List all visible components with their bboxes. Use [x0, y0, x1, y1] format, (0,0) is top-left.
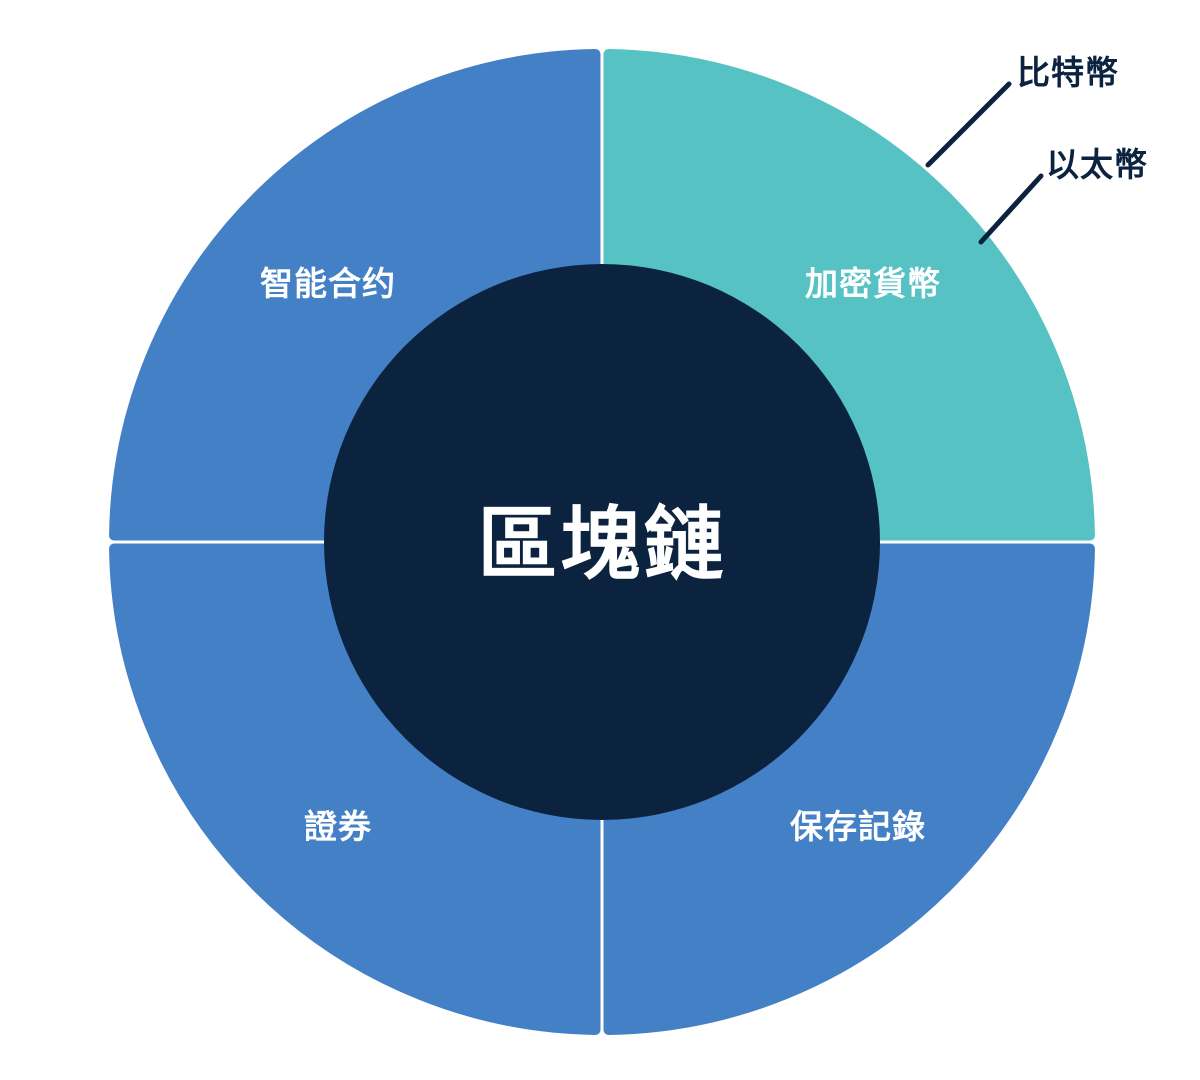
segment-label-cryptocurrency: 加密貨幣	[805, 265, 941, 302]
segment-smart-contract[interactable]	[109, 49, 601, 541]
donut-ring	[109, 49, 1095, 1035]
segment-cryptocurrency[interactable]	[603, 49, 1095, 541]
leader-line-ethereum	[978, 173, 1044, 245]
segment-securities[interactable]	[109, 543, 601, 1035]
segment-record-keeping[interactable]	[603, 543, 1095, 1035]
callout-label-ethereum: 以太幣	[1046, 146, 1148, 183]
leader-line-bitcoin	[925, 81, 1012, 168]
core-label: 區塊鏈	[478, 500, 727, 589]
segment-label-record-keeping: 保存記錄	[790, 808, 926, 845]
core-circle[interactable]	[324, 264, 880, 820]
callout-label-bitcoin: 比特幣	[1017, 54, 1119, 91]
segment-label-securities: 證券	[304, 808, 372, 845]
segment-label-smart-contract: 智能合约	[260, 265, 396, 302]
